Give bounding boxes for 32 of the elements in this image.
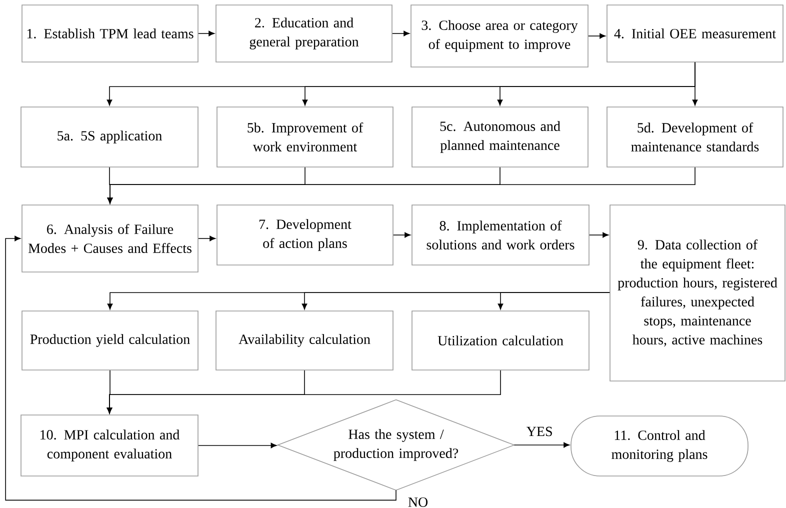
arrow [692,62,698,106]
edge-label: NO [406,496,430,508]
process-box: 3. Choose area or category of equipment to improve [410,4,588,68]
process-box: 4. Initial OEE measurement [606,4,784,62]
arrow [514,442,570,448]
process-box: 5b. Improvement of work environment [216,106,394,168]
process-box: 9. Data collection of the equipment fleet: production hours, registered failures, unexpected stops, maintenance hours, active machines [610,204,786,382]
process-box: 10. MPI calculation and component evaluation [20,414,198,476]
process-box: 6. Analysis of Failure Modes + Causes and Effects [22,204,198,272]
terminal-box: 11. Control and monitoring plans [570,416,748,476]
edge-label: YES [525,426,554,438]
process-box: 5a. 5S application [20,106,198,168]
arrow [198,236,216,242]
process-box: Production yield calculation [22,310,198,370]
process-box: 7. Development of action plans [216,204,394,266]
arrow [589,232,609,238]
process-box: 1. Establish TPM lead teams [22,4,198,62]
arrow [393,232,411,238]
process-box: 2. Education and general preparation [216,4,392,62]
arrow [198,442,277,448]
arrow [198,30,215,36]
arrow [106,370,501,414]
arrow [107,167,696,204]
process-box: Utilization calculation [412,310,590,370]
arrow [498,292,610,310]
arrow [392,30,410,36]
process-box: 5c. Autonomous and planned maintenance [412,106,588,168]
arrow [588,33,606,39]
arrow [5,236,396,501]
process-box: Availability calculation [216,310,394,370]
process-box: 8. Implementation of solutions and work orders [412,204,590,266]
process-box: 5d. Development of maintenance standards [606,106,784,168]
